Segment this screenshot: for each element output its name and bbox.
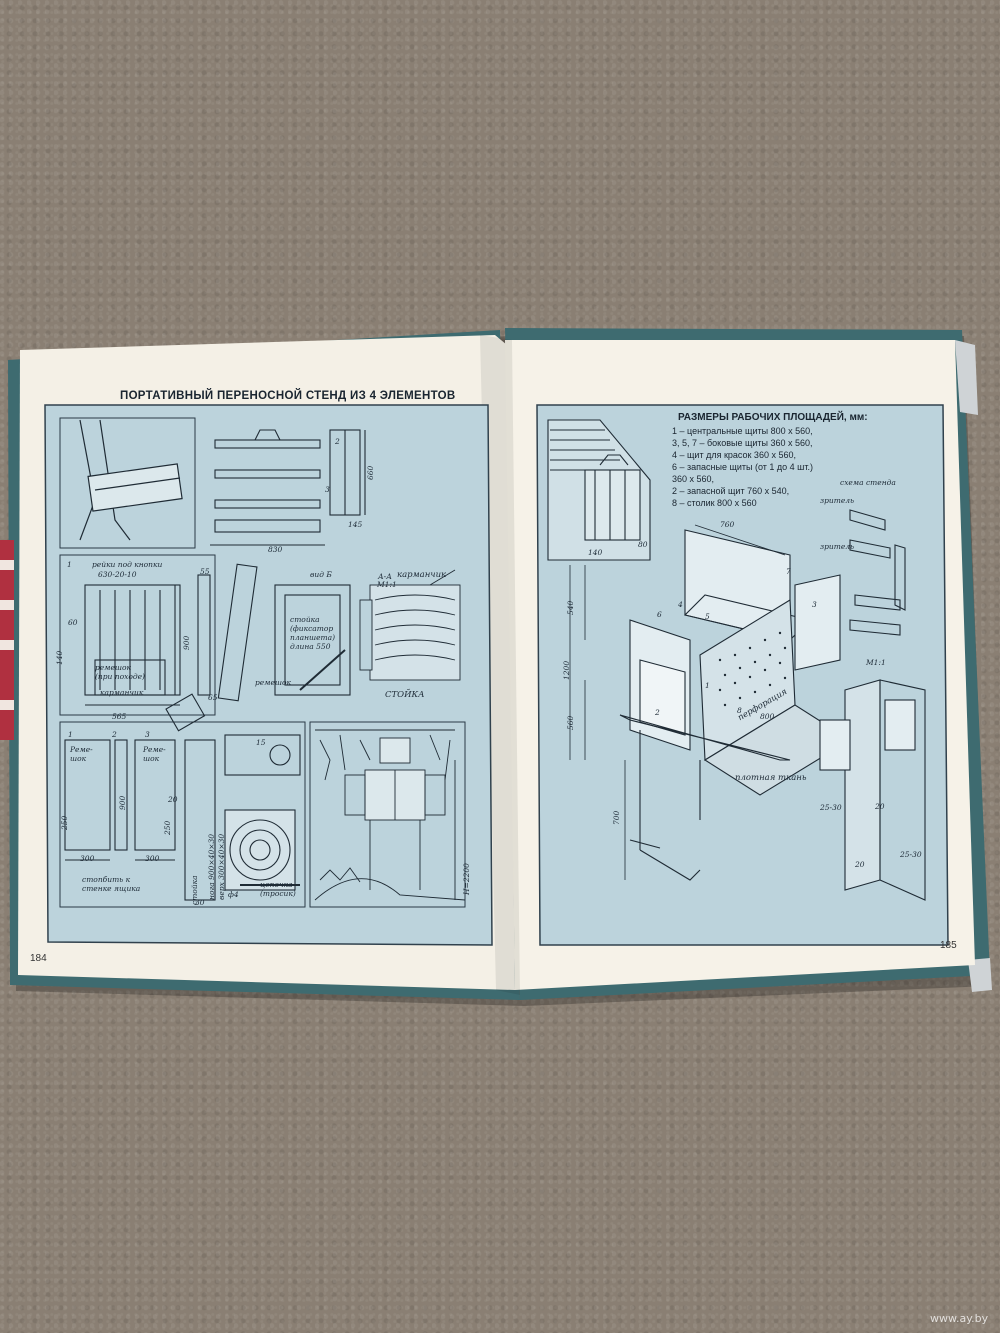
sizes-line: 3, 5, 7 – боковые щиты 360 х 560, [672,438,813,448]
label-section-aa: А-А [378,572,392,581]
dim-label: 25-30 [900,850,922,859]
label-remeshok: ремешок [255,678,291,687]
dim-label: 25-30 [820,803,842,812]
circled-number: 1 [68,730,73,739]
perforation-dots [718,631,787,707]
dim-label: 140 [588,548,603,557]
dim-label: 700 [612,810,621,825]
label-remeshok-a: Реме- шок [70,745,93,763]
label-stoyka: СТОЙКА [385,690,425,700]
label-vid-b: вид Б [310,570,332,579]
dim-label: 560 [566,715,575,730]
right-hardware-details [819,509,926,901]
dim-label: 300 [80,854,95,863]
left-panel-frames [59,417,466,908]
right-page-number: 185 [940,940,957,951]
dim-label: 145 [348,520,363,529]
circled-number: 2 [335,437,340,446]
suitcase-side-view [547,419,651,561]
dim-label: 800 [760,712,775,721]
frame-elevation [84,584,181,706]
label-stopbit: стопбить к стенке ящика [82,875,141,893]
wood-section [359,569,461,681]
suitcase-carry-sketch [79,419,183,541]
isometric-stand [619,529,852,881]
label-zritel-top: зритель [820,496,855,505]
dim-label: 830 [268,545,283,554]
dim-label: 140 [55,650,64,665]
circled-number: 4 [678,600,683,609]
dim-label: 760 [720,520,735,529]
dim-label: ф4 [228,890,239,899]
dim-label: 20 [875,802,885,811]
label-scale-left: М1:1 [377,580,397,589]
dim-label: 565 [112,712,127,721]
label-plotnaya-tkan: плотная ткань [735,773,807,783]
dim-label: 660 [366,465,375,480]
circled-number: 3 [812,600,817,609]
sizes-line: 6 – запасные щиты (от 1 до 4 шт.) [672,462,814,472]
dim-label: 20 [168,795,178,804]
label-h2200: Н=2200 [462,863,471,895]
label-scale-right: М1:1 [866,658,886,667]
circled-number: 1 [67,560,72,569]
dim-label: 55 [200,567,210,576]
outdoor-stand-scene [314,729,466,901]
label-remeshok-pohod: ремешок (при походе) [95,663,145,681]
sizes-line: 1 – центральные щиты 800 х 560, [672,426,813,436]
label-stoyka-fiks: стойка (фиксатор планшета) длина 550 [290,615,336,651]
dim-label: 250 [60,815,69,830]
label-verh: верх 300×40×30 [217,833,226,900]
dim-label: 1200 [562,660,571,680]
dim-label: 30 [195,898,205,907]
dim-label: 80 [638,540,648,549]
sizes-line: 2 – запасной щит 760 х 540, [672,486,790,496]
label-remeshok-b: Реме- шок [143,745,166,763]
frame-sections [64,734,301,901]
circled-number: 2 [112,730,117,739]
label-nog: нога 900×40×30 [207,833,216,900]
dim-label: 900 [182,635,191,650]
circled-number: 2 [655,708,660,717]
dim-label: 900 [118,795,127,810]
circled-number: 6 [657,610,662,619]
circled-number: 1 [705,681,710,690]
sizes-line: 360 х 560, [672,474,715,484]
right-dimension-lines [569,524,786,880]
left-page-title: ПОРТАТИВНЫЙ ПЕРЕНОСНОЙ СТЕНД ИЗ 4 ЭЛЕМЕН… [120,390,456,402]
label-karmanchik: карманчик [100,688,144,697]
label-zritel-bot: зритель [820,542,855,551]
sizes-line: 8 – столик 800 х 560 [672,498,757,508]
dim-label: 540 [566,600,575,615]
label-schema: схема стенда [840,478,896,487]
circled-number: 5 [705,612,710,621]
stand-details [165,563,351,732]
watermark: www.ay.by [930,1312,989,1325]
circled-number: 8 [737,706,742,715]
label-reiki-dim: 630-20-10 [98,570,137,579]
sizes-line: 4 – щит для красок 360 х 560, [672,450,796,460]
label-cepochka: цепочка (тросик) [260,880,296,898]
label-reiki: рейки под кнопки [92,560,163,569]
label-karmanchik-top: карманчик [397,570,447,580]
left-page-number: 184 [30,953,47,964]
folded-case-drawings [210,429,366,546]
circled-number: 3 [325,485,330,494]
dim-label: 60 [68,618,78,627]
dim-label: 20 [855,860,865,869]
circled-number: 7 [786,567,791,576]
dim-label: 15 [256,738,266,747]
sizes-title: РАЗМЕРЫ РАБОЧИХ ПЛОЩАДЕЙ, мм: [678,412,868,423]
circled-number: 3 [145,730,150,739]
dim-label: 65 [208,693,218,702]
dim-label: 300 [145,854,160,863]
dim-label: 250 [163,820,172,835]
